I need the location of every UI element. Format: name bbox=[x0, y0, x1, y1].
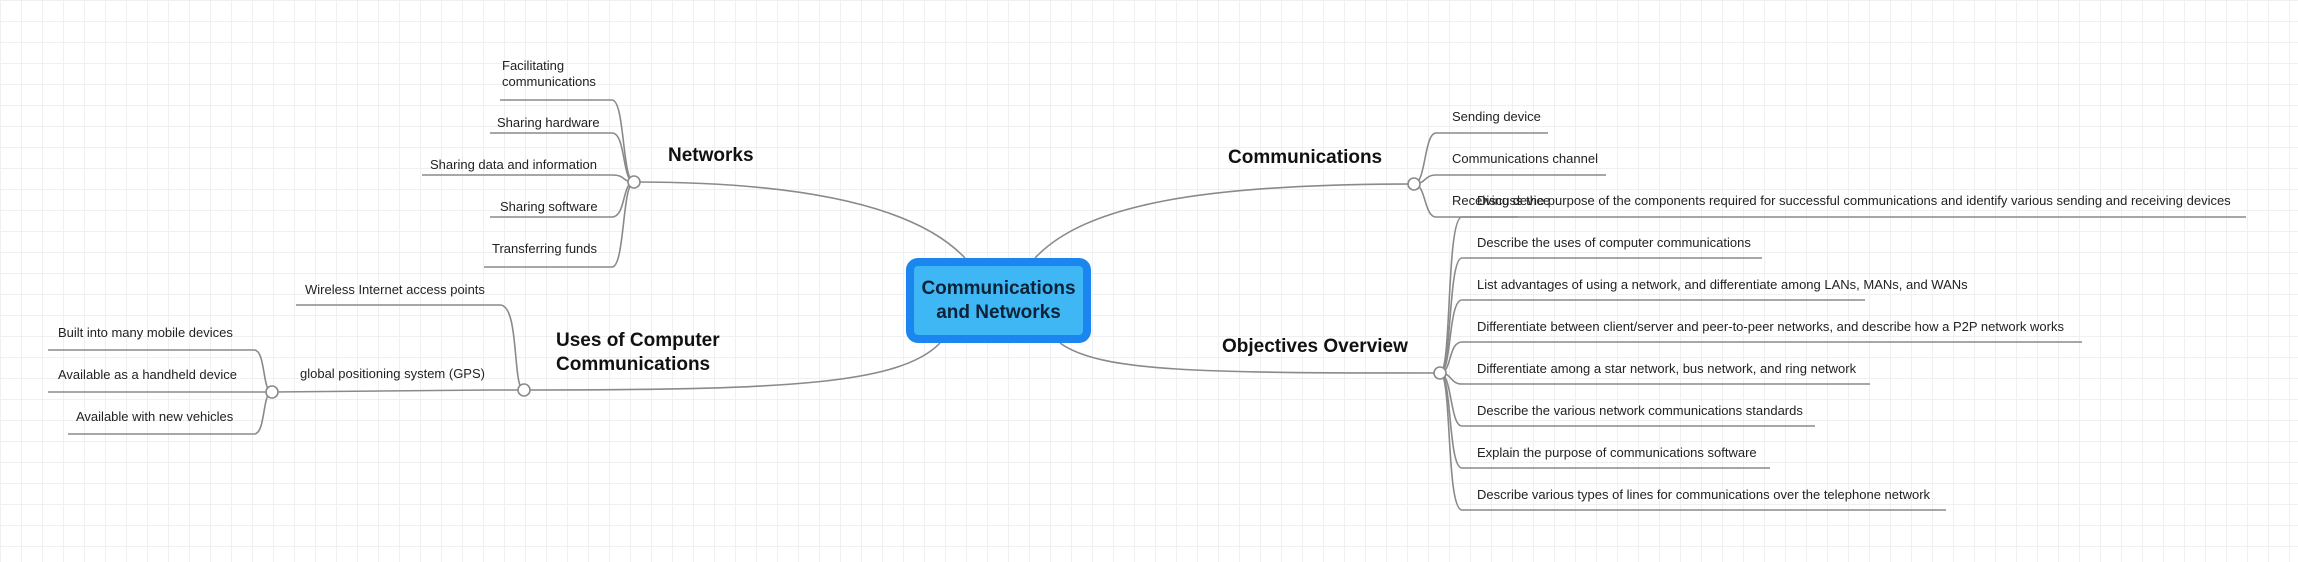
networks-item[interactable]: Sharing data and information bbox=[430, 157, 597, 172]
connector-objectives bbox=[1059, 342, 1441, 374]
objectives-item[interactable]: Describe the uses of computer communicat… bbox=[1477, 235, 1751, 250]
objectives-item[interactable]: Explain the purpose of communications so… bbox=[1477, 445, 1757, 460]
objectives-item[interactable]: Discuss the purpose of the components re… bbox=[1477, 193, 2231, 208]
topic-communications[interactable]: Communications bbox=[1228, 147, 1383, 168]
topic-uses-of-computer-communications[interactable]: Uses of Computer Communications bbox=[556, 330, 720, 375]
networks-item[interactable]: Transferring funds bbox=[492, 241, 598, 256]
networks-item[interactable]: Facilitating communications bbox=[502, 58, 596, 89]
junction-gps bbox=[265, 385, 279, 399]
objectives-item[interactable]: Describe various types of lines for comm… bbox=[1477, 487, 1931, 502]
uses-item[interactable]: Wireless Internet access points bbox=[305, 282, 485, 297]
gps-item[interactable]: Available with new vehicles bbox=[76, 409, 234, 424]
communications-item[interactable]: Receiving device bbox=[1452, 193, 1551, 208]
connector-networks bbox=[633, 181, 966, 259]
central-topic[interactable]: Communications and Networks bbox=[906, 258, 1091, 343]
gps-item[interactable]: Built into many mobile devices bbox=[58, 325, 233, 340]
gps-item[interactable]: Available as a handheld device bbox=[58, 367, 238, 382]
objectives-item[interactable]: Differentiate among a star network, bus … bbox=[1477, 361, 1857, 376]
topic-networks[interactable]: Networks bbox=[668, 145, 754, 166]
networks-item[interactable]: Sharing hardware bbox=[497, 115, 600, 130]
uses-item[interactable]: global positioning system (GPS) bbox=[300, 366, 485, 381]
junction-objectives bbox=[1433, 366, 1447, 380]
connector-communications bbox=[1034, 183, 1415, 259]
junction-uses bbox=[517, 383, 531, 397]
objectives-item[interactable]: List advantages of using a network, and … bbox=[1477, 277, 1968, 292]
connector-uses bbox=[523, 342, 941, 391]
communications-item[interactable]: Communications channel bbox=[1452, 151, 1598, 166]
networks-item[interactable]: Sharing software bbox=[500, 199, 598, 214]
topic-objectives-overview[interactable]: Objectives Overview bbox=[1222, 336, 1408, 357]
junction-networks bbox=[627, 175, 641, 189]
junction-communications bbox=[1407, 177, 1421, 191]
objectives-item[interactable]: Describe the various network communicati… bbox=[1477, 403, 1803, 418]
communications-item[interactable]: Sending device bbox=[1452, 109, 1541, 124]
objectives-item[interactable]: Differentiate between client/server and … bbox=[1477, 319, 2064, 334]
